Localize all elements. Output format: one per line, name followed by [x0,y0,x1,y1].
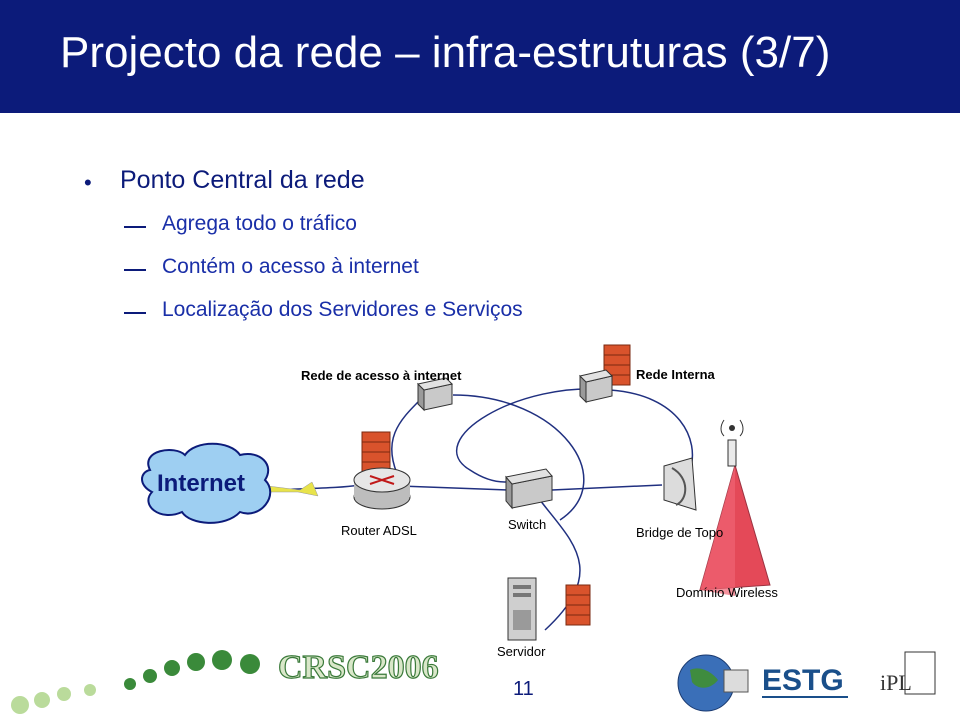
lightning-icon [267,481,319,497]
svg-text:CRSC2006: CRSC2006 [278,649,439,686]
crsc-logo: CRSC2006 [277,648,439,686]
internet-cloud-icon [141,442,272,524]
header-bar [0,0,960,113]
internal-switch-icon [579,369,613,404]
ipl-logo: iPL [880,651,936,695]
router-firewall-icon [361,431,391,473]
sub-dash-3 [124,312,146,314]
antenna-icon [720,419,744,467]
internet-label: Internet [157,470,246,497]
switch-icon [505,468,553,510]
router-icon [353,467,411,510]
globe-icon [677,654,749,712]
bridge-label: Bridge de Topo [636,525,724,540]
wireless-cone-icon [699,463,771,596]
bridge-dish-icon [663,457,697,511]
svg-text:iPL: iPL [880,670,912,695]
slide-title: Projecto da rede – infra-estruturas (3/7… [60,28,831,77]
internal-network-label: Rede Interna [636,367,715,382]
access-network-label: Rede de acesso à internet [301,368,462,383]
green-dots-decoration [11,650,260,714]
page-number: 11 [513,678,534,700]
sub-bullet-1: Agrega todo o tráfico [162,212,357,235]
sub-dash-2 [124,269,146,271]
server-label: Servidor [497,644,546,659]
sub-dash-1 [124,226,146,228]
estg-logo: ESTG [762,664,848,698]
svg-text:ESTG: ESTG [762,664,844,697]
server-icon [507,577,537,641]
wireless-domain-label: Domínio Wireless [676,585,778,600]
sub-bullet-2: Contém o acesso à internet [162,255,419,278]
access-switch-icon [416,377,454,412]
router-label: Router ADSL [341,523,417,538]
sub-bullet-3: Localização dos Servidores e Serviços [162,298,523,321]
server-firewall-icon [565,584,591,626]
switch-label: Switch [508,517,547,532]
bullet-marker: • [84,170,92,195]
main-bullet: Ponto Central da rede [120,166,365,194]
